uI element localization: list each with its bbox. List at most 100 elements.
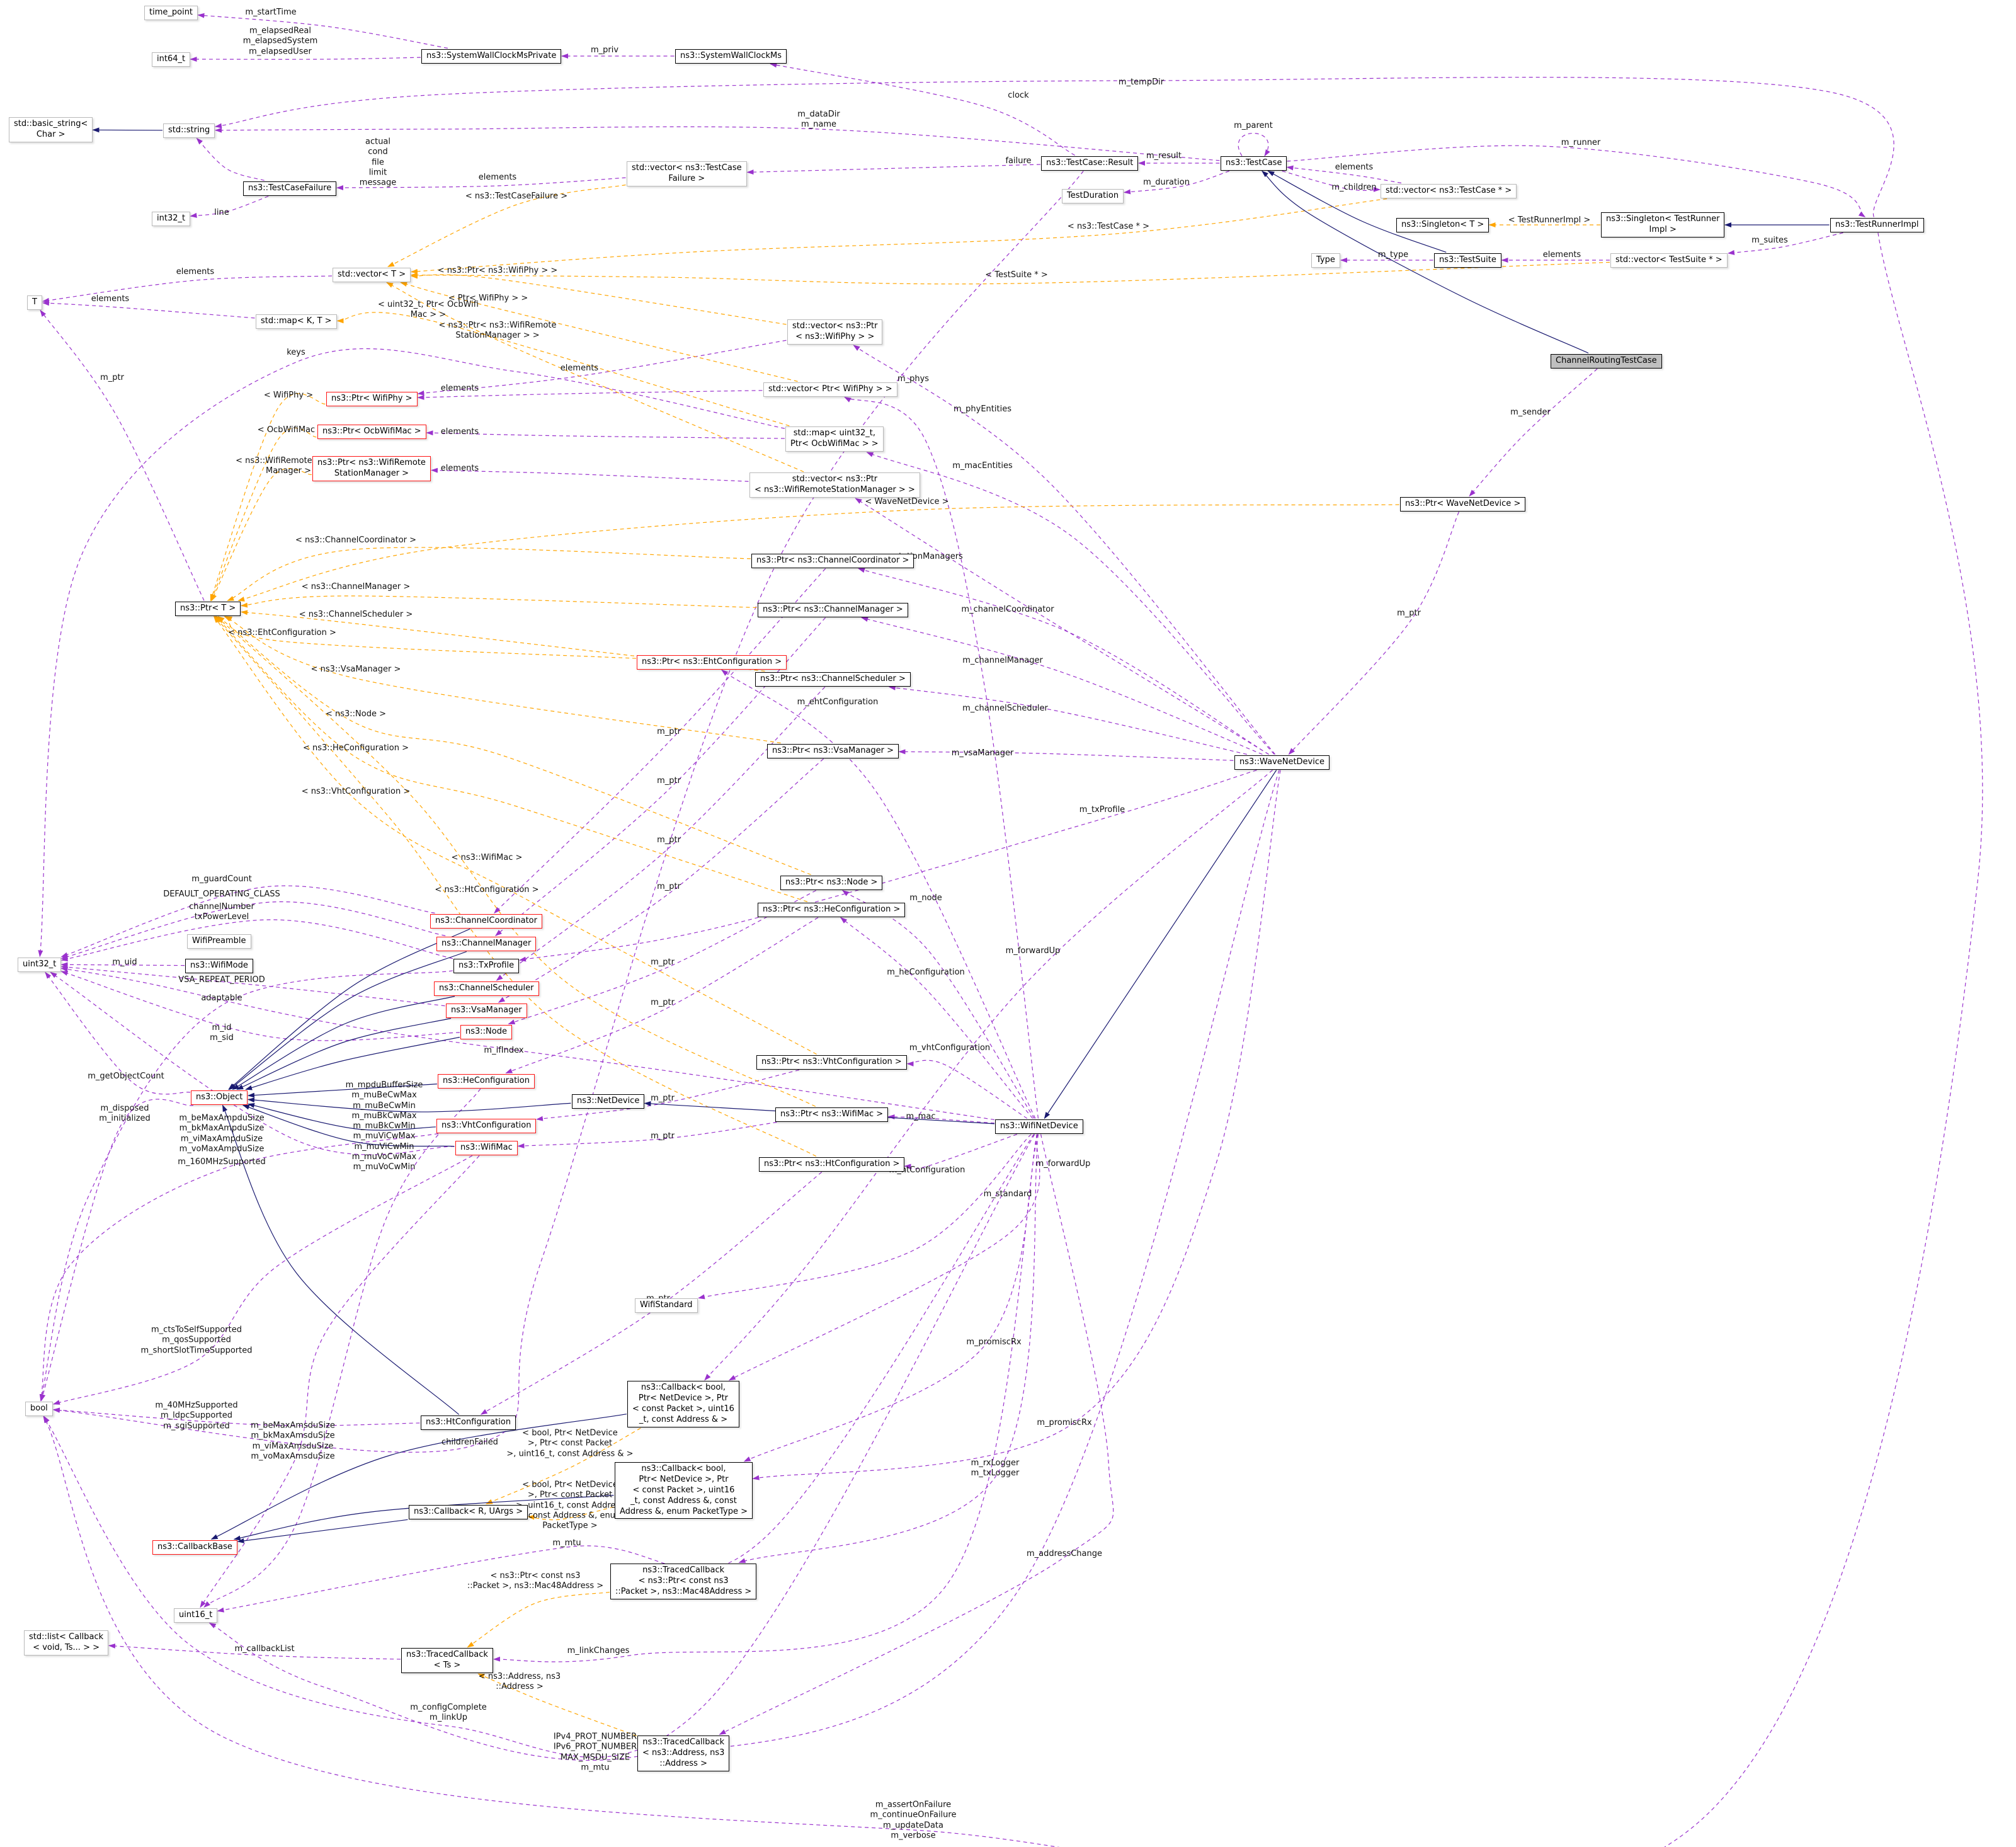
node-wifiND[interactable]: ns3::WifiNetDevice — [995, 1119, 1083, 1134]
node-ptrEht[interactable]: ns3::Ptr< ns3::EhtConfiguration > — [637, 655, 787, 670]
node-cb2[interactable]: ns3::Callback< bool, Ptr< NetDevice >, P… — [615, 1462, 753, 1519]
node-result[interactable]: ns3::TestCase::Result — [1041, 156, 1139, 171]
node-tcPkt[interactable]: ns3::TracedCallback < ns3::Ptr< const ns… — [610, 1564, 757, 1599]
node-testSuite[interactable]: ns3::TestSuite — [1434, 253, 1501, 268]
node-int32[interactable]: int32_t — [152, 212, 191, 226]
node-waveND[interactable]: ns3::WaveNetDevice — [1234, 755, 1330, 770]
node-vhtConf[interactable]: ns3::VhtConfiguration — [436, 1119, 537, 1133]
edge-label-elements: elements — [478, 172, 517, 182]
edge-label-m_configComplete: m_configComplete m_linkUp — [410, 1702, 487, 1722]
edge-ptrVsa-ptrT — [224, 615, 781, 744]
edge-label-< ns3::EhtConfiguration >: < ns3::EhtConfiguration > — [228, 627, 336, 638]
edge-label-< bool, Ptr< NetDevice: < bool, Ptr< NetDevice >, Ptr< const Pac… — [516, 1480, 624, 1531]
node-chanMgr[interactable]: ns3::ChannelManager — [436, 937, 537, 951]
node-vecTS[interactable]: std::vector< TestSuite * > — [1610, 253, 1728, 268]
node-wifiPreamble[interactable]: WifiPreamble — [187, 934, 251, 949]
node-testRunnerImpl[interactable]: ns3::TestRunnerImpl — [1830, 218, 1924, 232]
edge-crtc-testCase — [1261, 170, 1589, 354]
node-ptrOcb[interactable]: ns3::Ptr< OcbWifiMac > — [317, 425, 426, 439]
node-ptrWifiPhy[interactable]: ns3::Ptr< WifiPhy > — [326, 392, 418, 406]
node-crtc[interactable]: ChannelRoutingTestCase — [1551, 354, 1662, 369]
node-listCb[interactable]: std::list< Callback < void, Ts... > > — [24, 1630, 109, 1655]
node-uint32[interactable]: uint32_t — [18, 958, 62, 972]
edge-cb2-cbBase — [233, 1494, 614, 1541]
node-cbRU[interactable]: ns3::Callback< R, UArgs > — [409, 1505, 528, 1519]
node-ptrCC[interactable]: ns3::Ptr< ns3::ChannelCoordinator > — [751, 554, 914, 568]
node-ptrCM[interactable]: ns3::Ptr< ns3::ChannelManager > — [758, 603, 908, 617]
edge-ptrHt-htConf — [480, 1172, 823, 1415]
node-tcAddr[interactable]: ns3::TracedCallback < ns3::Address, ns3 … — [637, 1735, 730, 1771]
node-mapOcb[interactable]: std::map< uint32_t, Ptr< OcbWifiMac > > — [785, 426, 884, 452]
node-wifiMode[interactable]: ns3::WifiMode — [185, 959, 253, 973]
node-netDevice[interactable]: ns3::NetDevice — [572, 1094, 645, 1109]
edge-txProfile-boolB — [40, 970, 453, 1402]
edge-label-< Ptr< WifiPhy > >: < Ptr< WifiPhy > > — [448, 293, 528, 303]
edge-ptrNode-ptrT — [217, 615, 811, 876]
node-boolB[interactable]: bool — [25, 1402, 53, 1416]
edge-testRunnerImpl-stdString — [215, 77, 1894, 217]
node-wifiMacC[interactable]: ns3::WifiMac — [455, 1141, 518, 1155]
node-basicString[interactable]: std::basic_string< Char > — [9, 117, 93, 142]
node-sysPriv[interactable]: ns3::SystemWallClockMsPrivate — [421, 49, 562, 64]
edge-mapKT-tBox — [42, 300, 255, 319]
node-time_point[interactable]: time_point — [144, 6, 198, 20]
node-uint16[interactable]: uint16_t — [174, 1608, 218, 1623]
node-ptrT[interactable]: ns3::Ptr< T > — [175, 602, 241, 616]
node-nodeB[interactable]: ns3::Node — [460, 1025, 512, 1039]
node-ptrMac[interactable]: ns3::Ptr< ns3::WifiMac > — [775, 1107, 889, 1122]
node-cbBase[interactable]: ns3::CallbackBase — [152, 1540, 237, 1555]
edge-label-m_macEntities: m_macEntities — [952, 460, 1013, 471]
node-heConf[interactable]: ns3::HeConfiguration — [438, 1074, 535, 1089]
edge-label-< OcbWifiMac >: < OcbWifiMac > — [257, 425, 325, 435]
edge-label-< ns3::ChannelScheduler >: < ns3::ChannelScheduler > — [299, 609, 413, 619]
node-objectB[interactable]: ns3::Object — [191, 1090, 248, 1105]
node-ptrCS[interactable]: ns3::Ptr< ns3::ChannelScheduler > — [755, 672, 911, 687]
node-vecWRSM[interactable]: std::vector< ns3::Ptr < ns3::WifiRemoteS… — [749, 472, 920, 498]
node-testCase[interactable]: ns3::TestCase — [1221, 156, 1287, 171]
node-htConf[interactable]: ns3::HtConfiguration — [421, 1415, 516, 1430]
edge-ptrCC-ptrT — [227, 547, 751, 602]
edge-vecTCF-tcFailure — [336, 177, 626, 190]
node-ptrWave[interactable]: ns3::Ptr< WaveNetDevice > — [1400, 497, 1526, 512]
edge-label-m_startTime: m_startTime — [245, 7, 297, 17]
node-stdString[interactable]: std::string — [163, 123, 215, 138]
edge-waveND-txProfile — [519, 769, 1257, 962]
edge-objectB-uint32 — [45, 971, 191, 1095]
node-vecTC[interactable]: std::vector< ns3::TestCase * > — [1381, 184, 1517, 198]
node-vecPtrPhy[interactable]: std::vector< ns3::Ptr < ns3::WifiPhy > > — [787, 319, 883, 345]
node-vecTCF[interactable]: std::vector< ns3::TestCase Failure > — [627, 161, 747, 186]
node-mapKT[interactable]: std::map< K, T > — [256, 314, 337, 329]
node-testDuration[interactable]: TestDuration — [1062, 189, 1124, 203]
node-ptrVht[interactable]: ns3::Ptr< ns3::VhtConfiguration > — [756, 1055, 907, 1070]
edge-wifiND-wifiStandard — [698, 1134, 1032, 1300]
node-chanSched[interactable]: ns3::ChannelScheduler — [434, 981, 539, 996]
node-ptrVsa[interactable]: ns3::Ptr< ns3::VsaManager > — [767, 744, 899, 758]
node-vecT[interactable]: std::vector< T > — [333, 268, 411, 282]
node-typeBox[interactable]: Type — [1311, 253, 1340, 268]
node-ptrHt[interactable]: ns3::Ptr< ns3::HtConfiguration > — [759, 1157, 905, 1172]
edge-label-< uint32_t, Ptr< OcbWifi: < uint32_t, Ptr< OcbWifi Mac > > — [378, 299, 479, 319]
node-tBox[interactable]: T — [27, 295, 42, 310]
edge-ptrCM-ptrT — [241, 595, 757, 609]
edge-vecT-tBox — [42, 275, 333, 303]
node-sysWall[interactable]: ns3::SystemWallClockMs — [675, 49, 787, 64]
node-ptrNode[interactable]: ns3::Ptr< ns3::Node > — [780, 876, 883, 890]
node-singletonTRI[interactable]: ns3::Singleton< TestRunner Impl > — [1601, 212, 1725, 237]
edge-label-m_result: m_result — [1146, 151, 1182, 161]
edge-htConf-objectB — [222, 1104, 460, 1415]
node-cb1[interactable]: ns3::Callback< bool, Ptr< NetDevice >, P… — [627, 1381, 739, 1427]
node-ptrHe[interactable]: ns3::Ptr< ns3::HeConfiguration > — [758, 903, 906, 917]
node-chanCoord[interactable]: ns3::ChannelCoordinator — [430, 914, 542, 929]
node-int64[interactable]: int64_t — [152, 52, 191, 67]
node-tcTs[interactable]: ns3::TracedCallback < Ts > — [401, 1648, 493, 1673]
node-tcFailure[interactable]: ns3::TestCaseFailure — [243, 181, 337, 196]
node-singletonT[interactable]: ns3::Singleton< T > — [1396, 218, 1489, 232]
node-vsaMgr[interactable]: ns3::VsaManager — [446, 1004, 527, 1018]
node-wifiStandard[interactable]: WifiStandard — [635, 1298, 698, 1313]
edge-label-m_ptr: m_ptr — [651, 1093, 675, 1103]
node-vecPtrPhy2[interactable]: std::vector< Ptr< WifiPhy > > — [763, 382, 897, 397]
edge-waveND-vecWRSM — [855, 498, 1269, 755]
edge-label-m_children: m_children — [1331, 182, 1377, 192]
node-txProfile[interactable]: ns3::TxProfile — [453, 959, 520, 973]
node-ptrWRSM[interactable]: ns3::Ptr< ns3::WifiRemote StationManager… — [312, 456, 431, 481]
